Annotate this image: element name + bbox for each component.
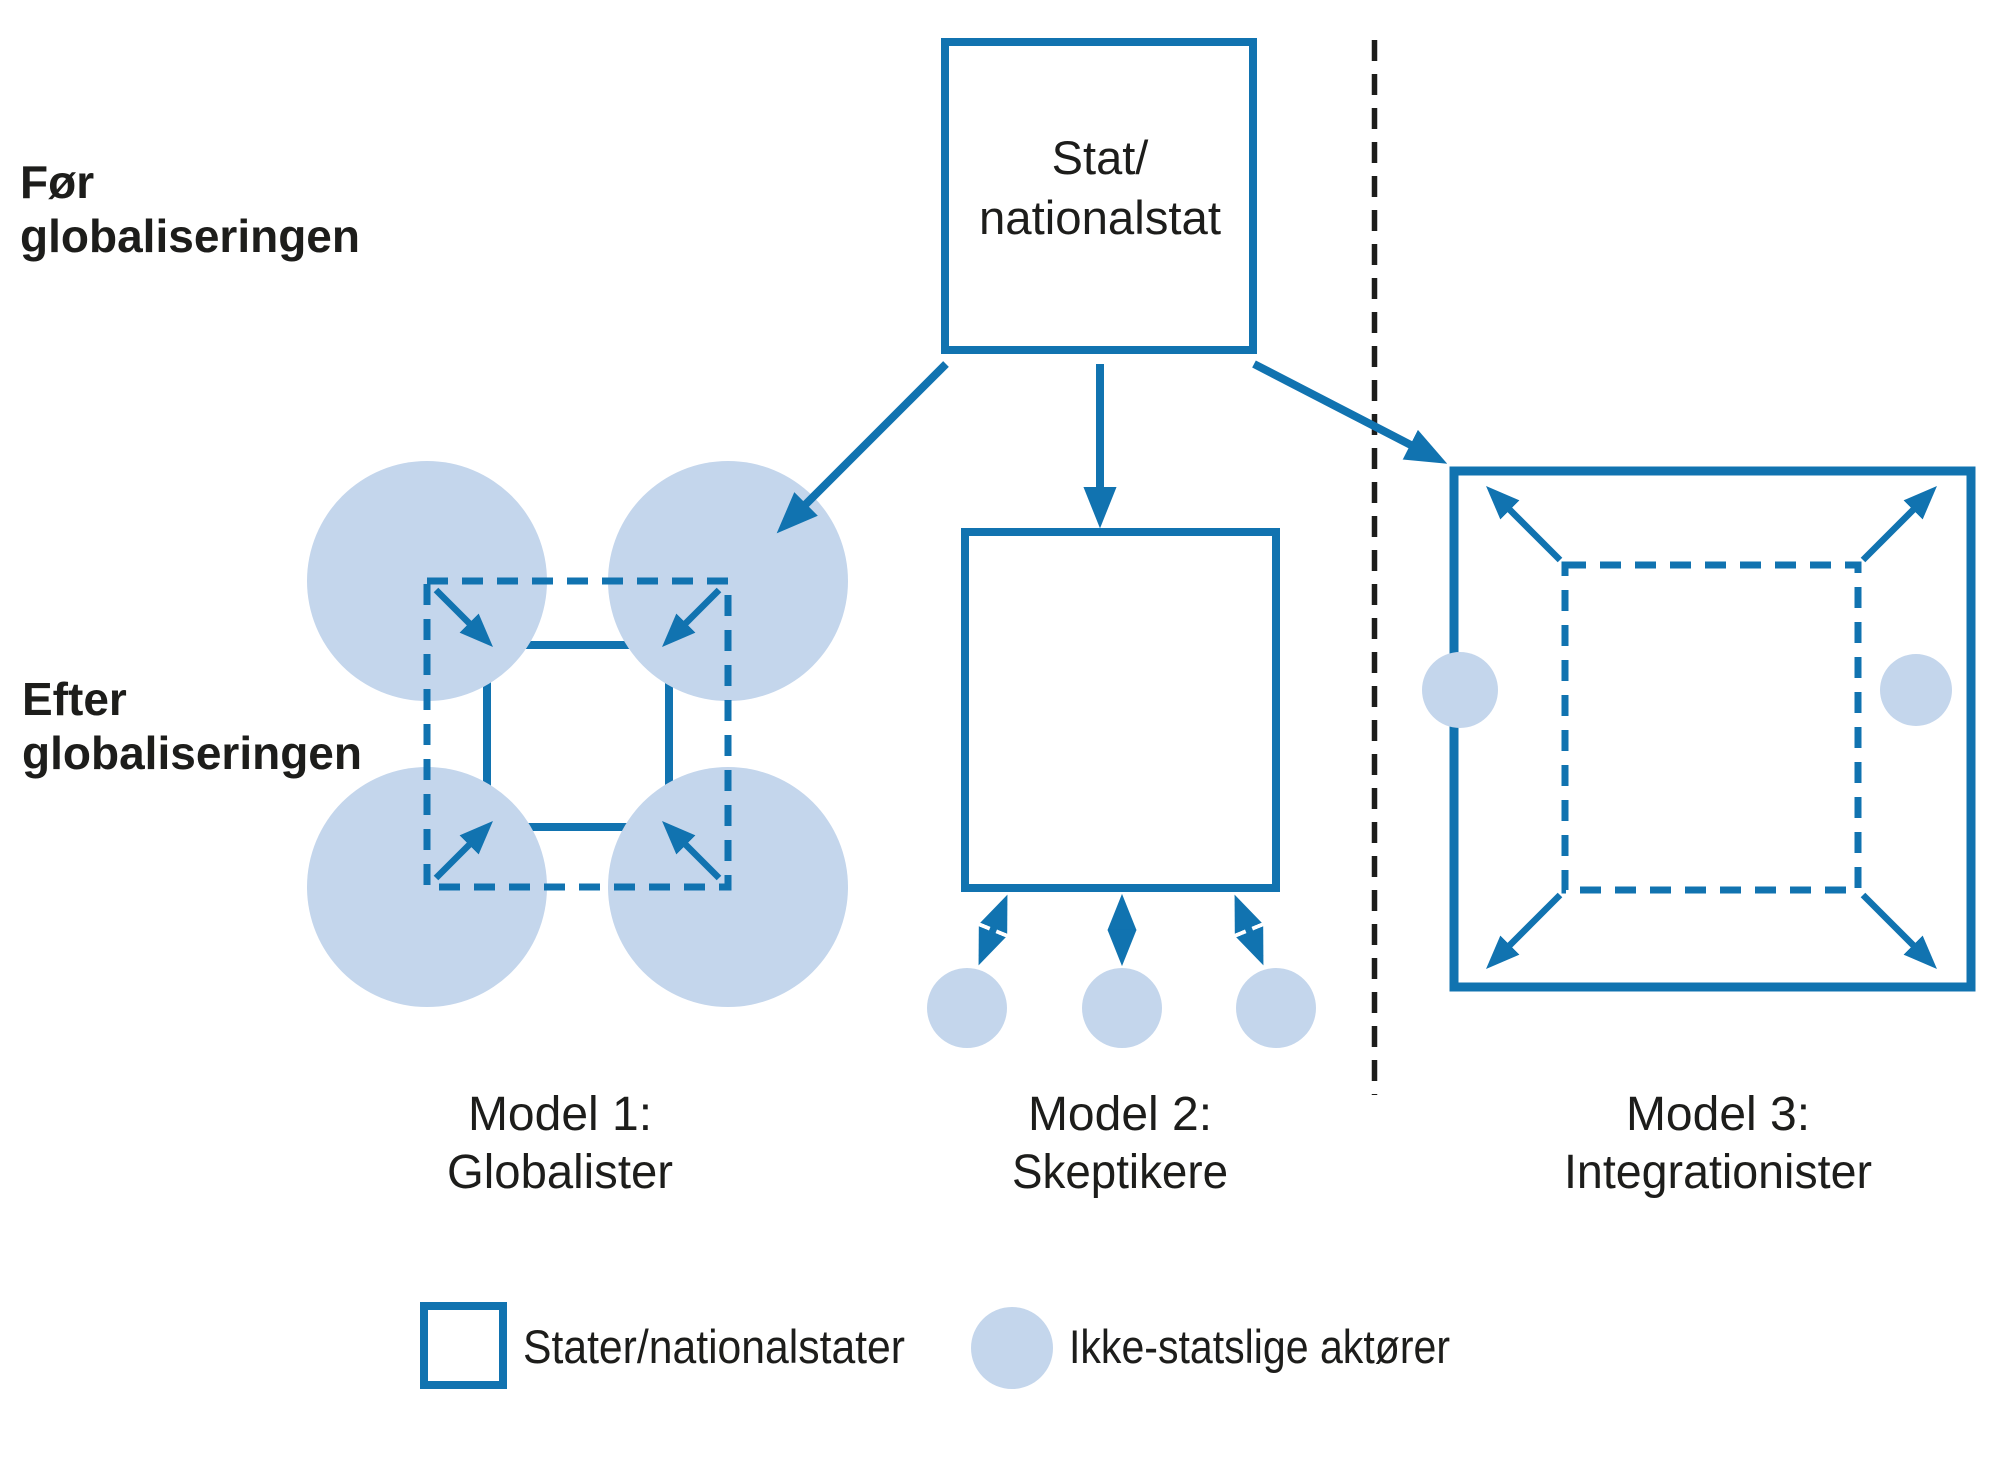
legend-circle-swatch: [971, 1307, 1053, 1389]
model1-inward-arrow-bottom-left: [433, 821, 493, 881]
model1-inward-arrow-bottom-right: [662, 821, 722, 881]
model3-outward-arrow-top-right: [1860, 486, 1937, 563]
model1-solid-square: [483, 641, 673, 831]
model3-subtitle: Integrationister: [1564, 1146, 1872, 1199]
model1-title: Model 1:: [468, 1088, 652, 1141]
model2-subtitle: Skeptikere: [1012, 1146, 1228, 1199]
model1-group: [307, 461, 848, 1007]
model2-circle-1: [927, 968, 1007, 1048]
model1-inward-arrow-top-left: [433, 587, 493, 647]
after-label-line1: Efter: [22, 673, 127, 725]
model3-outer-square: [1449, 466, 1976, 992]
after-label-line2: globaliseringen: [22, 727, 362, 779]
model2-double-arrow-right: [1234, 894, 1264, 966]
model2-circle-2: [1082, 968, 1162, 1048]
legend: Stater/nationalstater Ikke-statslige akt…: [420, 1302, 1450, 1389]
label-before-globalization: Før globaliseringen: [20, 156, 360, 262]
before-label-line1: Før: [20, 156, 94, 208]
label-after-globalization: Efter globaliseringen: [22, 673, 362, 779]
legend-square-swatch: [420, 1302, 507, 1389]
branch-arrow-to-model3: [1252, 360, 1448, 464]
model3-outward-arrow-bottom-right: [1860, 892, 1937, 969]
model3-circle-left: [1422, 652, 1498, 728]
model1-subtitle: Globalister: [447, 1146, 673, 1199]
model2-group: [927, 528, 1316, 1048]
model3-title: Model 3:: [1626, 1088, 1810, 1141]
stat-nationalstat-box: [941, 38, 1257, 354]
stat-box-label-line1: Stat/: [1052, 131, 1150, 184]
model3-outward-arrow-top-left: [1486, 486, 1563, 563]
model1-inward-arrow-top-right: [662, 587, 722, 647]
legend-label-nonstate: Ikke-statslige aktører: [1069, 1320, 1450, 1373]
model3-group: [1422, 466, 1976, 992]
model2-double-arrow-left: [978, 894, 1008, 966]
model3-circle-right: [1880, 654, 1952, 726]
stat-box-label-line2: nationalstat: [979, 191, 1221, 244]
model3-dashed-square: [1561, 561, 1862, 894]
model3-outward-arrow-bottom-left: [1486, 892, 1563, 969]
model2-square: [961, 528, 1280, 892]
legend-label-states: Stater/nationalstater: [523, 1320, 905, 1373]
model1-dashed-square: [423, 577, 732, 891]
model2-title: Model 2:: [1028, 1088, 1212, 1141]
branch-arrow-to-model1: [776, 361, 949, 534]
before-label-line2: globaliseringen: [20, 210, 360, 262]
model2-circle-3: [1236, 968, 1316, 1048]
